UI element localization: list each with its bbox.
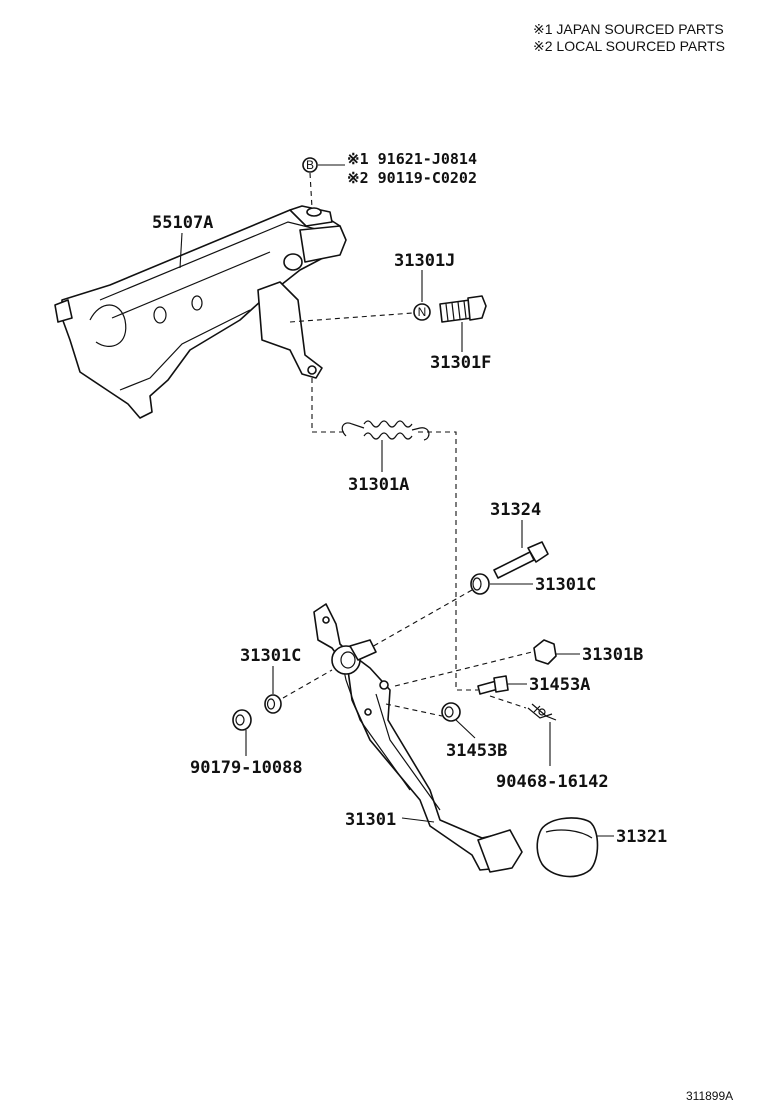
bushing-left-31301c-drawing (264, 694, 282, 714)
stopper-31301b-drawing (533, 639, 557, 665)
spring-dash-right (418, 431, 478, 691)
pin-31453a-drawing (477, 675, 509, 695)
pivot-dash-line (289, 312, 414, 323)
bolt-b-local-part: ※2 90119-C0202 (347, 169, 477, 187)
bushing-upper-dash (369, 589, 473, 649)
label-31301f: 31301F (430, 353, 491, 373)
clip-nut-31453b-drawing (441, 702, 461, 722)
bushing-left-dash (282, 669, 333, 699)
bracket-55107a-drawing (54, 205, 347, 419)
bolt-b-japan-part: ※1 91621-J0814 (347, 150, 477, 168)
bolt-b-dash-line (309, 172, 313, 209)
leader-55107a (179, 232, 183, 269)
label-31321: 31321 (616, 827, 667, 847)
nut-n-symbol-circle (413, 303, 431, 321)
label-90468-16142: 90468-16142 (496, 772, 609, 792)
pedal-31301-drawing (313, 603, 523, 873)
bolt-b-symbol-circle (302, 157, 318, 173)
label-31301a: 31301A (348, 475, 409, 495)
label-31324: 31324 (490, 500, 541, 520)
label-31301: 31301 (345, 810, 396, 830)
return-spring-31301a-drawing (341, 420, 430, 441)
pivot-bolt-31301f-drawing (439, 295, 487, 323)
pin-dash (489, 695, 527, 709)
pedal-pad-31321-drawing (536, 817, 599, 878)
leader-31453b (455, 719, 476, 739)
clip-90468-16142-drawing (527, 703, 557, 721)
label-31453b: 31453B (446, 741, 507, 761)
nut-n-symbol: N (418, 305, 427, 319)
label-31453a: 31453A (529, 675, 590, 695)
note-japan-sourced: ※1 JAPAN SOURCED PARTS (533, 21, 724, 37)
note-local-sourced: ※2 LOCAL SOURCED PARTS (533, 38, 725, 54)
label-90179-10088: 90179-10088 (190, 758, 303, 778)
label-55107a: 55107A (152, 213, 213, 233)
label-31301c-left: 31301C (240, 646, 301, 666)
shaft-bolt-31324-drawing (493, 541, 549, 579)
reference-code: 311899A (686, 1089, 733, 1103)
label-31301c-upper: 31301C (535, 575, 596, 595)
clip-nut-dash (385, 703, 443, 717)
label-31301j: 31301J (394, 251, 455, 271)
spring-dash-left (311, 378, 345, 433)
bolt-b-symbol: B (306, 158, 314, 172)
nut-90179-10088-drawing (232, 709, 252, 731)
label-31301b: 31301B (582, 645, 643, 665)
bushing-upper-31301c-drawing (470, 573, 490, 595)
stopper-dash (394, 651, 533, 687)
leader-31301 (401, 817, 435, 823)
